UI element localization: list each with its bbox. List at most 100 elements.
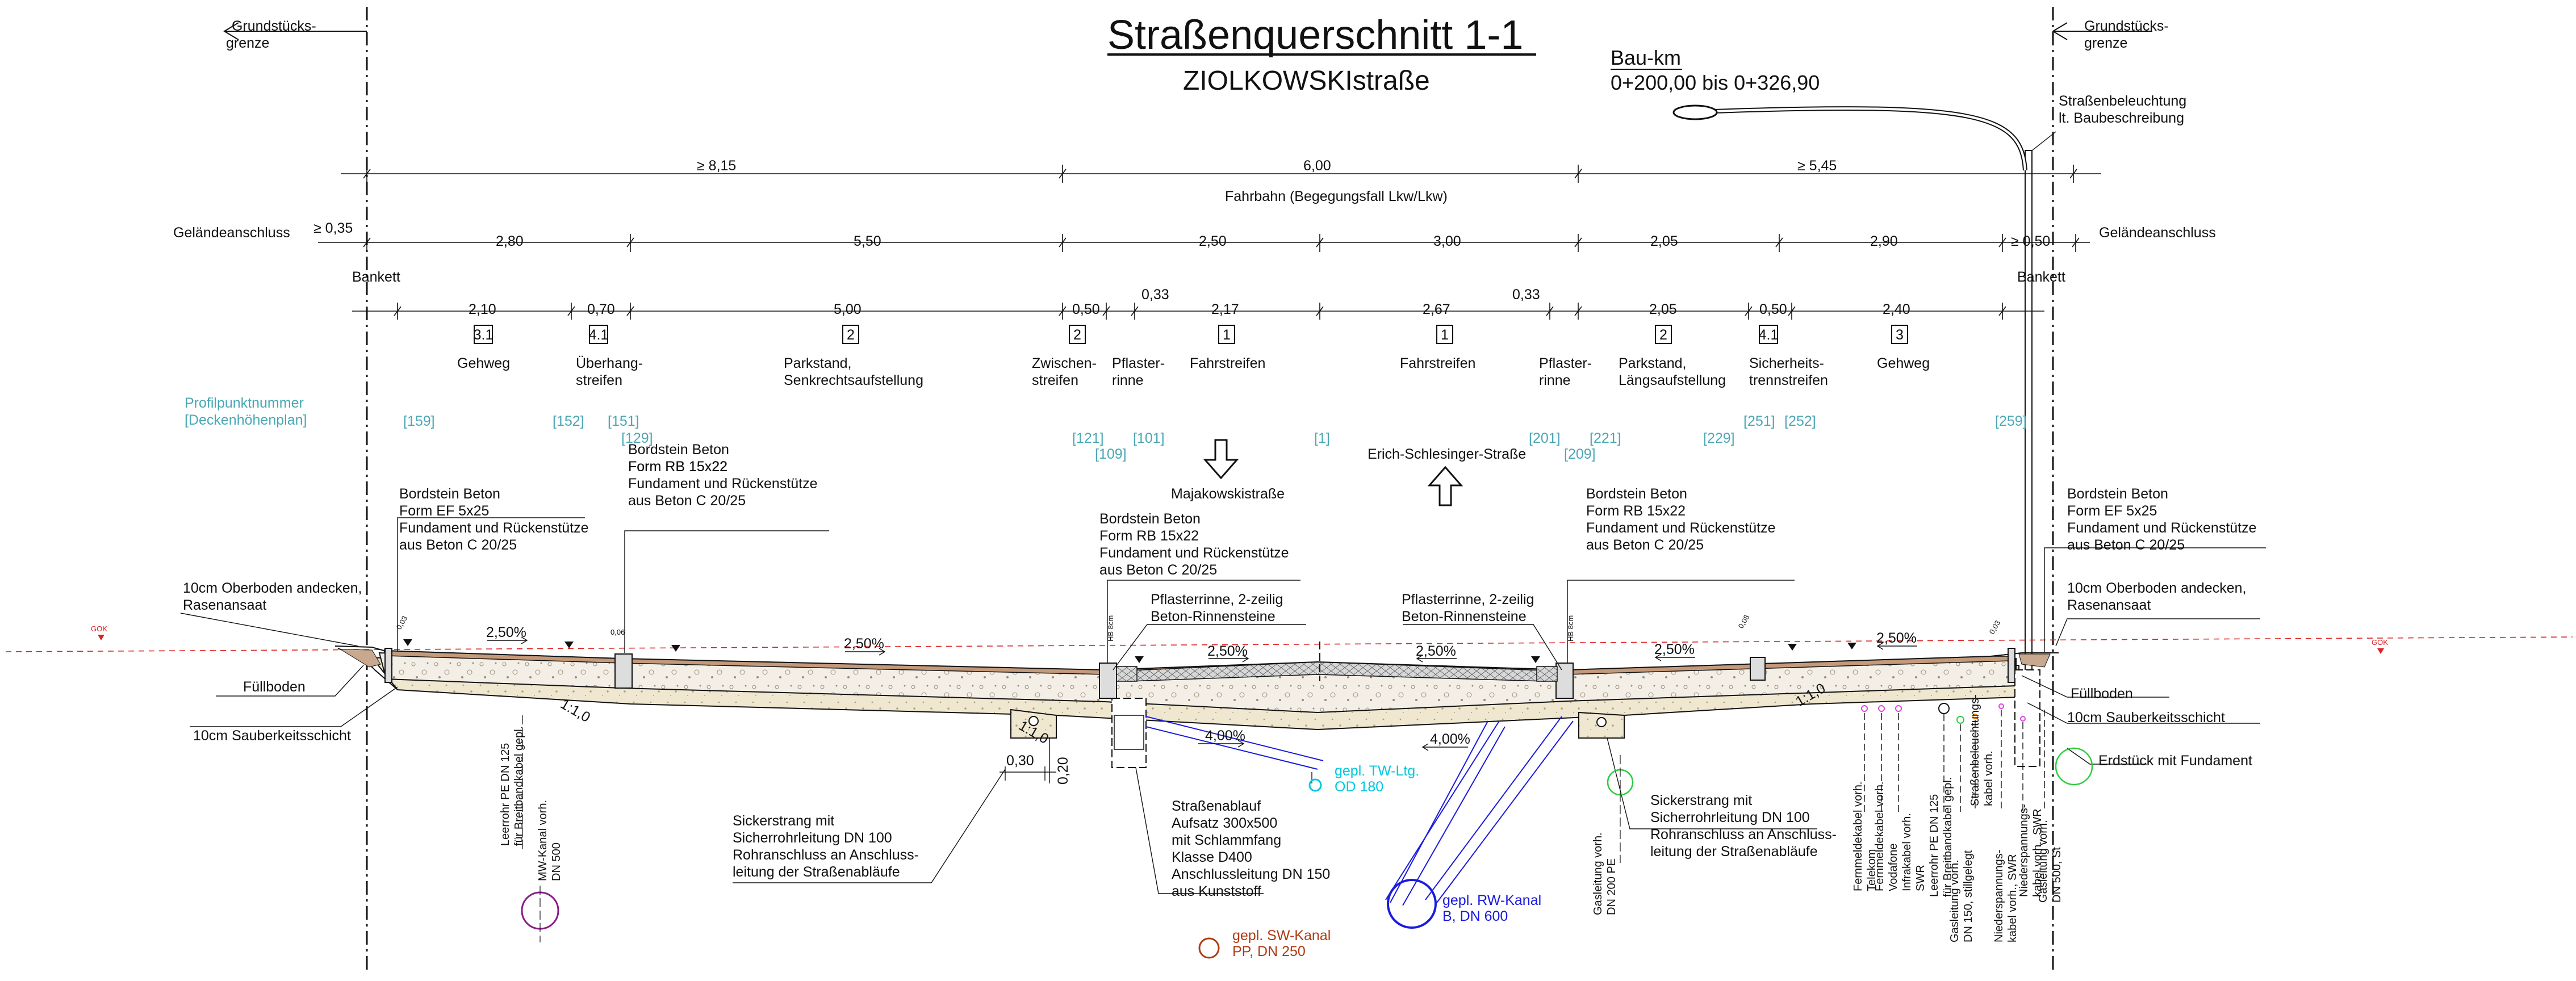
gutter-right bbox=[1536, 666, 1558, 682]
callout-erdstueck: Erdstück mit Fundament bbox=[2098, 753, 2252, 769]
gelaende-left: Geländeanschluss bbox=[173, 225, 290, 241]
profile-point: [252] bbox=[1784, 413, 1816, 429]
code-box: 1 bbox=[1436, 325, 1453, 344]
slope-markers: 2,50% 2,50% 2,50% 2,50% 2,50% 2,50% bbox=[403, 624, 1917, 663]
zone-label: Gehweg bbox=[457, 355, 510, 371]
gok-right: GOK bbox=[2372, 638, 2388, 647]
code-box: 4.1 bbox=[1759, 325, 1779, 344]
code-box: 2 bbox=[842, 325, 859, 344]
utility-label: Gasleitung vorh.DN 500, St bbox=[2037, 820, 2063, 903]
svg-text:4.1: 4.1 bbox=[1759, 327, 1779, 343]
layer-dim: 0,03 bbox=[1988, 619, 2002, 635]
direction-right-label: Erich-Schlesinger-Straße bbox=[1368, 446, 1526, 462]
dim-row3-5: 2,17 bbox=[1211, 301, 1239, 317]
utility-label: Fernmeldekabel vorh.Vodafone bbox=[1874, 782, 1900, 891]
tw-pipe-icon bbox=[1308, 778, 1322, 792]
curb-small-right bbox=[1750, 657, 1766, 681]
svg-text:2,50%: 2,50% bbox=[1416, 643, 1456, 659]
gutter-left bbox=[1116, 666, 1138, 682]
lamp-head-icon bbox=[1672, 104, 1718, 120]
road-drain bbox=[1111, 698, 1147, 768]
svg-text:1: 1 bbox=[1441, 327, 1449, 343]
svg-text:3: 3 bbox=[1896, 327, 1904, 343]
svg-text:2: 2 bbox=[1073, 327, 1081, 343]
profile-point: [201] bbox=[1529, 430, 1561, 446]
code-box: 3.1 bbox=[474, 325, 494, 344]
dim-row1-center: 6,00 bbox=[1303, 158, 1331, 174]
dim-row2-ticks bbox=[363, 234, 2080, 252]
property-boundary-left: Grundstücks-grenze bbox=[226, 18, 316, 51]
svg-text:2,50%: 2,50% bbox=[486, 624, 526, 640]
dim-row3-8: 2,05 bbox=[1649, 301, 1677, 317]
dim-row2-1: 2,80 bbox=[496, 233, 524, 249]
callout-bordstein-rb-left: Form RB 15x22 bbox=[628, 459, 727, 475]
profile-point: [152] bbox=[553, 413, 584, 429]
drain-pipe-left bbox=[1028, 716, 1039, 726]
zone-label: Gehweg bbox=[1877, 355, 1930, 371]
layer-dim: 0,08 bbox=[1737, 613, 1751, 630]
curb-ef-left bbox=[384, 648, 392, 683]
curb-ef-right bbox=[2008, 648, 2015, 683]
curb-rb-left bbox=[614, 653, 633, 689]
dim-row3-ticks bbox=[394, 303, 2006, 320]
dim-row2-7: ≥ 0,50 bbox=[2011, 233, 2050, 249]
road-drain-body bbox=[1114, 715, 1144, 750]
small-dim-width: 0,30 bbox=[1006, 753, 1034, 769]
layer-dim: 0,03 bbox=[395, 614, 409, 631]
zone-label: Zwischen-streifen bbox=[1032, 355, 1097, 388]
profile-point: [101] bbox=[1133, 430, 1165, 446]
code-box: 2 bbox=[1069, 325, 1086, 344]
utility-label: Niederspannungs-kabel vorh., SWR bbox=[1993, 850, 2019, 942]
zone-label: Überhang-streifen bbox=[576, 355, 643, 388]
callout-fuellboden-left: Füllboden bbox=[243, 679, 306, 695]
dim-row3-4: 0,33 bbox=[1141, 287, 1169, 303]
lamp-arm-inner bbox=[1713, 107, 2026, 171]
pipe-slope-right: 4,00% bbox=[1430, 731, 1470, 747]
code-box: 2 bbox=[1655, 325, 1672, 344]
embankment-right-fill bbox=[2018, 653, 2051, 668]
dim-row3-6: 2,67 bbox=[1423, 301, 1450, 317]
gelaende-right: Geländeanschluss bbox=[2099, 225, 2216, 241]
utility-label: Infrakabel vorh.SWR bbox=[1901, 813, 1927, 891]
code-box: 4.1 bbox=[589, 325, 608, 344]
svg-text:1: 1 bbox=[1223, 327, 1231, 343]
profile-point: [229] bbox=[1703, 430, 1735, 446]
boundary-arrow-right bbox=[2052, 22, 2152, 40]
layer-dim: HB 8cm bbox=[1566, 615, 1575, 642]
dim-row3-0: 2,10 bbox=[469, 301, 496, 317]
profile-point: [151] bbox=[608, 413, 639, 429]
zone-label: Fahrstreifen bbox=[1400, 355, 1475, 371]
utility-label: Fernmeldekabel vorh.Telekom bbox=[1852, 782, 1878, 891]
small-dim-lines bbox=[1000, 738, 1056, 783]
drawing-subtitle: ZIOLKOWSKIstraße bbox=[1183, 66, 1430, 96]
svg-text:3.1: 3.1 bbox=[474, 327, 494, 343]
svg-text:2,50%: 2,50% bbox=[844, 636, 884, 652]
sw-pipe-icon bbox=[1198, 937, 1220, 959]
dim-row2-5: 2,05 bbox=[1650, 233, 1678, 249]
rw-connection-right-d bbox=[1436, 720, 1574, 903]
profile-point: [109] bbox=[1095, 446, 1127, 462]
dim-row3-1: 0,70 bbox=[587, 301, 615, 317]
gok-line bbox=[5, 636, 2573, 652]
tw-pipe-label: gepl. TW-Ltg.OD 180 bbox=[1335, 763, 1419, 795]
dim-row2-6: 2,90 bbox=[1870, 233, 1898, 249]
zone-label: Sicherheits-trennstreifen bbox=[1749, 355, 1828, 388]
zone-label: Parkstand,Senkrechtsaufstellung bbox=[784, 355, 923, 388]
gok-left: GOK bbox=[91, 624, 107, 633]
rw-pipe-icon bbox=[1387, 879, 1437, 929]
pipe-slope-arrow-right bbox=[1421, 743, 1468, 751]
profile-point: [159] bbox=[403, 413, 435, 429]
utility-cables bbox=[1861, 703, 2045, 812]
zone-label: Pflaster-rinne bbox=[1539, 355, 1592, 388]
bankett-left: Bankett bbox=[352, 269, 400, 285]
small-dim-height: 0,20 bbox=[1055, 757, 1071, 785]
profile-point: [209] bbox=[1564, 446, 1596, 462]
profile-point: [1] bbox=[1314, 430, 1330, 446]
